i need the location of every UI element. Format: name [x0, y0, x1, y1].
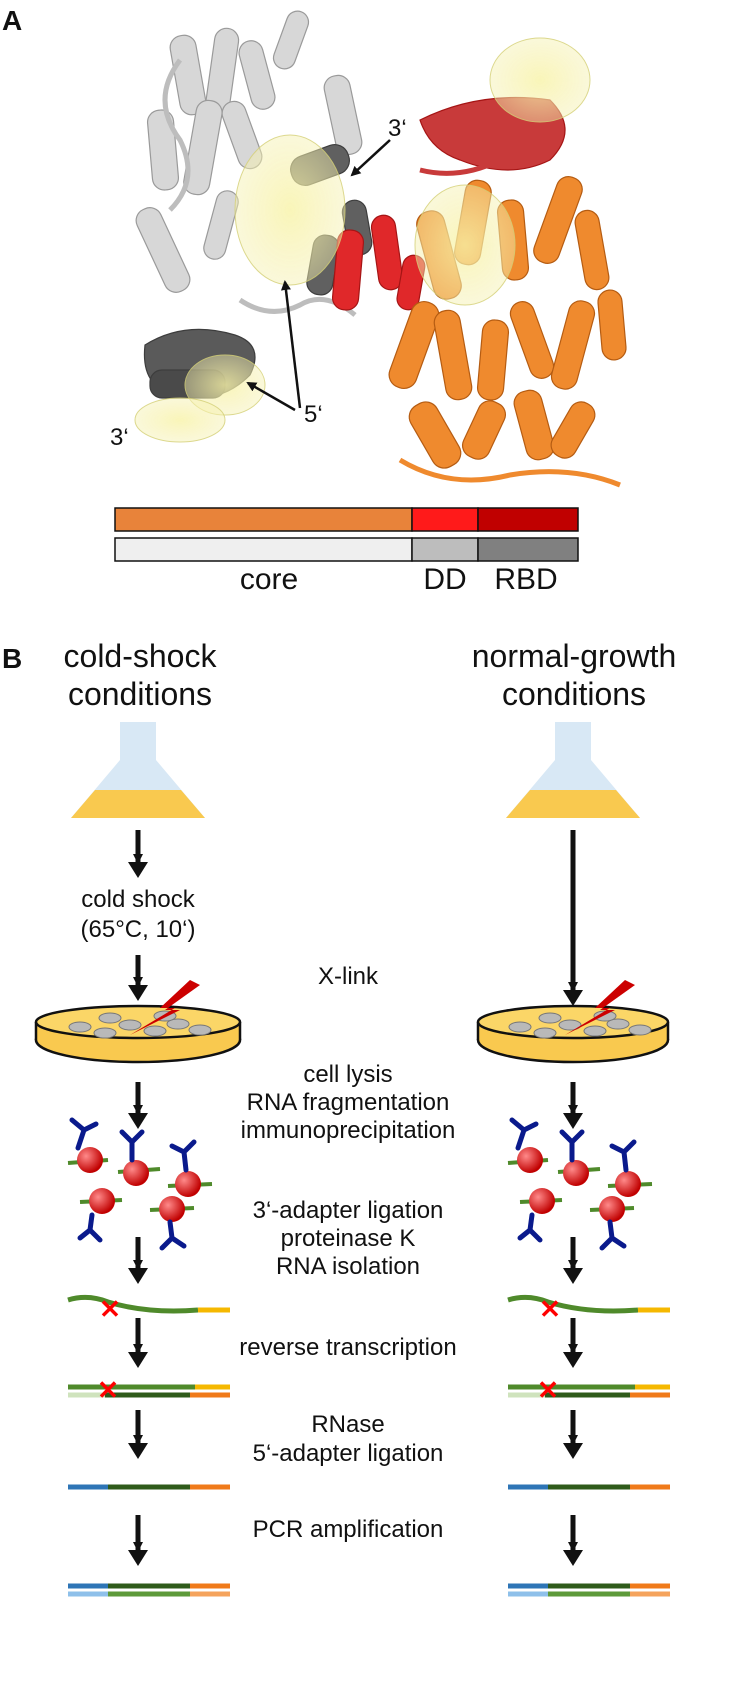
ip-complexes-left — [67, 1117, 213, 1251]
svg-text:✕: ✕ — [537, 1375, 559, 1405]
three-prime-top-label: 3‘ — [388, 115, 407, 142]
step-pcr: PCR amplification — [253, 1516, 444, 1543]
arrow-five-prime-upper — [280, 280, 302, 409]
svg-text:✕: ✕ — [99, 1294, 121, 1324]
panel-a-label: A — [2, 5, 22, 36]
svg-text:✕: ✕ — [539, 1294, 561, 1324]
step-rnase-1: RNase — [311, 1411, 384, 1438]
arrow-three-prime-top — [350, 139, 391, 177]
protein-structure — [134, 10, 627, 488]
panel-b-label: B — [2, 643, 22, 674]
rna-halos — [134, 37, 591, 443]
arrow-five-prime-lower — [246, 381, 296, 412]
svg-text:✕: ✕ — [97, 1375, 119, 1405]
rt-duplex-left: ✕ — [68, 1375, 230, 1405]
left-title-line1: cold-shock — [64, 638, 218, 674]
bar-dd-red — [411, 507, 479, 532]
cold-shock-line1: cold shock — [81, 886, 195, 913]
cold-shock-line2: (65°C, 10‘) — [81, 916, 196, 943]
bar-rbd-gray — [477, 537, 579, 562]
uv-bolt-icon — [130, 980, 200, 1035]
pcr-product-left — [68, 1583, 230, 1597]
domain-label-rbd: RBD — [494, 563, 557, 596]
flask-left — [71, 722, 205, 818]
uv-bolt-icon — [565, 980, 635, 1035]
step-rt: reverse transcription — [239, 1334, 456, 1361]
ip-complexes-right — [507, 1117, 653, 1251]
right-title-line1: normal-growth — [472, 638, 677, 674]
bar-core-orange — [114, 507, 413, 532]
rna-crosslink-right: ✕ — [507, 1294, 670, 1324]
step-lysis-1: cell lysis — [303, 1061, 392, 1088]
step-ligation-1: 3‘-adapter ligation — [253, 1197, 444, 1224]
domain-label-core: core — [240, 563, 298, 596]
bar-core-gray — [114, 537, 413, 562]
step-xlink: X-link — [318, 963, 379, 990]
right-title-line2: conditions — [502, 676, 646, 712]
step-ligation-2: proteinase K — [281, 1225, 416, 1252]
step-lysis-3: immunoprecipitation — [241, 1117, 456, 1144]
step-lysis-2: RNA fragmentation — [247, 1089, 450, 1116]
three-prime-bottom-label: 3‘ — [110, 424, 129, 451]
five-prime-label: 5‘ — [304, 401, 323, 428]
left-title-line2: conditions — [68, 676, 212, 712]
pcr-product-right — [508, 1583, 670, 1597]
bar-dd-gray — [411, 537, 479, 562]
petri-dish-left — [34, 980, 242, 1064]
step-ligation-3: RNA isolation — [276, 1253, 420, 1280]
domain-label-dd: DD — [423, 563, 466, 596]
bar-rbd-darkred — [477, 507, 579, 532]
arrow-heads — [128, 862, 583, 1566]
domain-bar — [114, 507, 579, 562]
rt-duplex-right: ✕ — [508, 1375, 670, 1405]
petri-dish-right — [476, 980, 670, 1064]
step-rnase-2: 5‘-adapter ligation — [253, 1440, 444, 1467]
rna-crosslink-left: ✕ — [67, 1294, 230, 1324]
flask-right — [506, 722, 640, 818]
